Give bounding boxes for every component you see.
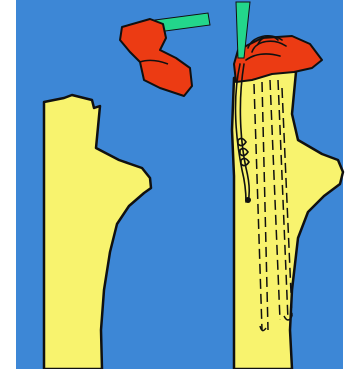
wire-end-cap [245,197,251,203]
